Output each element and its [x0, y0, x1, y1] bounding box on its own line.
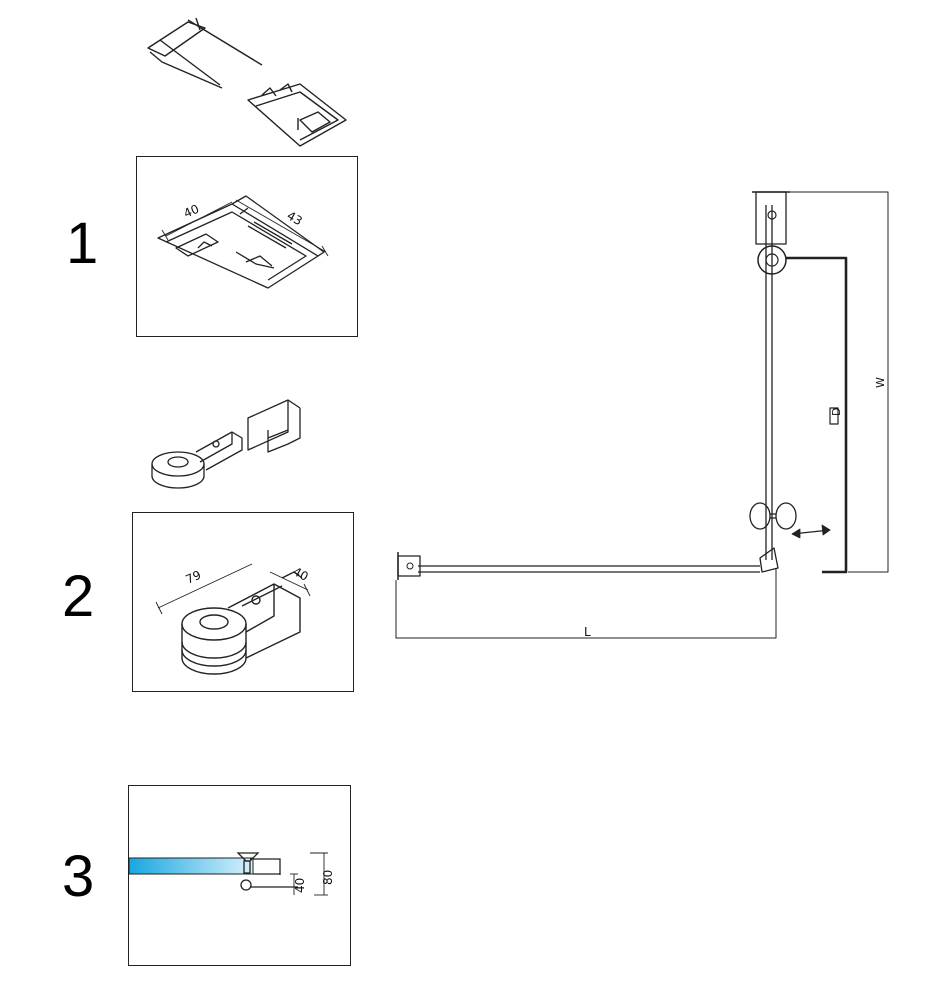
left-wall-bracket — [397, 555, 421, 577]
door-symbol-label: D — [830, 408, 843, 416]
detail-box-1 — [136, 156, 358, 337]
horizontal-glass-panel — [418, 565, 760, 573]
vertical-glass-panel — [765, 205, 773, 560]
detail-box-3 — [128, 785, 351, 966]
top-pivot — [757, 245, 787, 275]
detail-1-clip-drawing: 40 43 — [157, 195, 329, 289]
detail-1-dimension-40: 40 — [182, 202, 202, 221]
step-number-2: 2 — [62, 564, 95, 629]
detail-3-dimension-40: 40 — [293, 878, 307, 893]
length-dimension-line — [395, 568, 777, 639]
door-frame — [786, 256, 848, 574]
length-label: L — [584, 625, 591, 639]
top-wall-bracket — [755, 191, 787, 245]
width-label: W — [874, 377, 887, 388]
detail-2-dimension-79: 79 — [184, 568, 204, 587]
detail-3-dimension-80: 80 — [321, 870, 335, 885]
width-dimension-line — [786, 191, 889, 573]
glass-panel-section — [128, 857, 254, 875]
detail-2-pivot-drawing: 79 40 — [155, 563, 311, 675]
detail-box-2 — [132, 512, 354, 692]
corner-connector — [759, 547, 779, 573]
detail-2-dimension-40: 40 — [291, 564, 311, 584]
door-handle-knob — [749, 502, 771, 530]
detail-3-glass-section-drawing: 40 80 — [128, 852, 335, 896]
pivot-parts-illustration — [151, 399, 301, 489]
step-number-1: 1 — [66, 211, 99, 276]
step-number-3: 3 — [62, 844, 95, 909]
detail-1-dimension-43: 43 — [285, 208, 305, 228]
